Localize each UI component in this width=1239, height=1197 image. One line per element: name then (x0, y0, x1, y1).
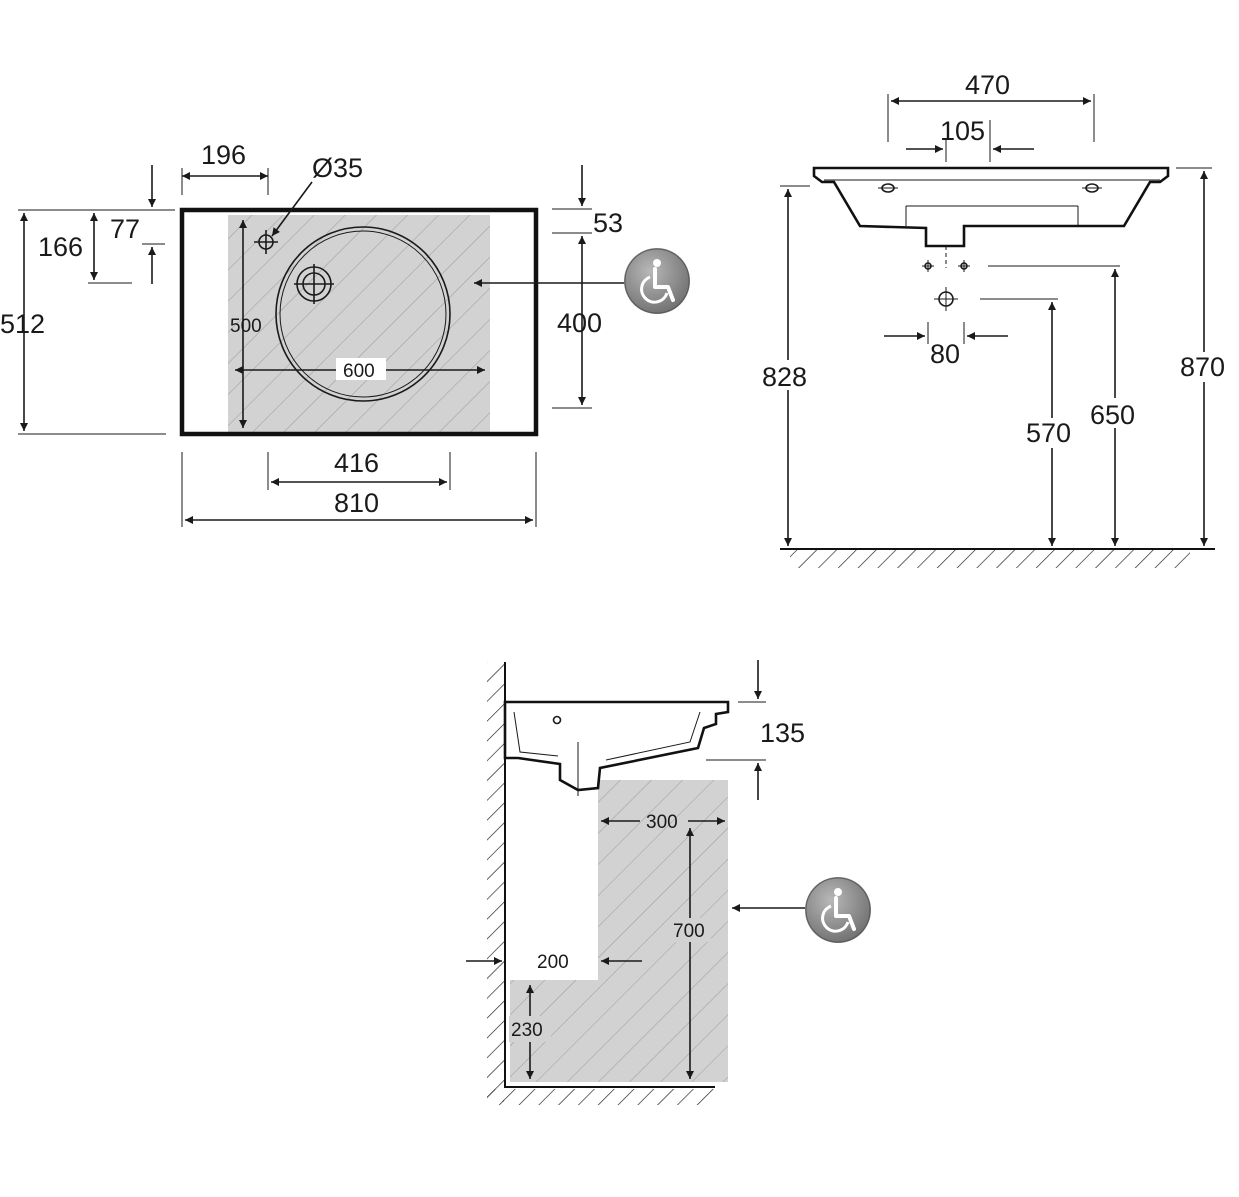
tap-hole-right-icon (1082, 183, 1102, 193)
side-floor-hatch (487, 1089, 715, 1105)
drain-icon (294, 264, 334, 304)
dim-470: 470 (965, 70, 1010, 100)
dim-105: 105 (940, 116, 985, 146)
fixing-point-left-icon (922, 260, 934, 272)
side-view: 135 300 700 200 230 (466, 660, 871, 1105)
dim-500: 500 (230, 316, 262, 337)
dim-300: 300 (646, 812, 678, 833)
waste-outlet-icon (934, 287, 958, 311)
wall-hatch (487, 662, 504, 1102)
basin-front-outline (812, 166, 1170, 248)
dim-400: 400 (557, 308, 602, 338)
dim-53: 53 (593, 208, 623, 238)
dim-650: 650 (1090, 400, 1135, 430)
tap-hole-icon (254, 230, 278, 254)
bowl-inner (279, 230, 447, 398)
dim-77: 77 (110, 214, 140, 244)
wheelchair-icon (805, 877, 871, 943)
overflow-icon (552, 715, 562, 725)
dim-700: 700 (673, 921, 705, 942)
dim-870: 870 (1180, 352, 1225, 382)
dim-570: 570 (1026, 418, 1071, 448)
dim-135: 135 (760, 718, 805, 748)
wheelchair-icon (624, 248, 690, 314)
dim-80: 80 (930, 339, 960, 369)
top-view: Ø35 196 77 166 512 53 400 500 (0, 140, 690, 527)
dim-166: 166 (38, 232, 83, 262)
floor-hatch (790, 550, 1190, 568)
dim-230: 230 (511, 1020, 543, 1041)
dim-810: 810 (334, 488, 379, 518)
tap-hole-left-icon (878, 183, 898, 193)
knee-zone (510, 780, 728, 1082)
basin-side-outline (503, 700, 730, 792)
leader-d35 (271, 181, 313, 237)
dim-d35: Ø35 (312, 153, 363, 183)
dim-416: 416 (334, 448, 379, 478)
dim-196: 196 (201, 140, 246, 170)
bowl-outer (275, 226, 451, 402)
fixing-point-right-icon (958, 260, 970, 272)
basin-outline (179, 207, 539, 437)
dim-200: 200 (537, 952, 569, 973)
dim-600: 600 (343, 361, 375, 382)
dim-828: 828 (762, 362, 807, 392)
dim-512: 512 (0, 309, 45, 339)
front-view: 470 105 80 828 570 650 870 (760, 70, 1236, 568)
